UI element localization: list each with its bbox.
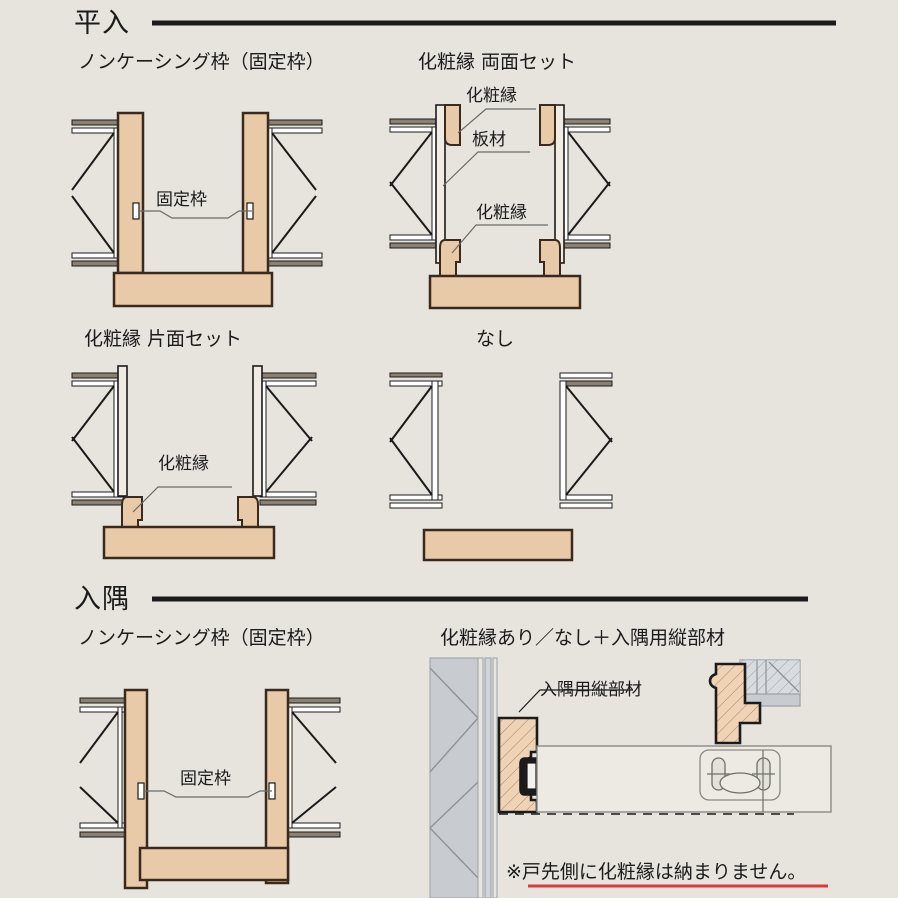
label-kotei-waku-5: 固定枠: [180, 769, 231, 789]
panel-hirairi-none: なし: [389, 328, 613, 562]
wall-left-5: [79, 697, 131, 838]
jamb-left-5: [123, 688, 149, 890]
panel-hirairi-one-side: 化粧縁 片面セット: [71, 328, 317, 560]
jamb-groove-left-1: [132, 202, 140, 220]
label-itazai-2: 板材: [472, 130, 506, 150]
warning-note: ※戸先側に化粧縁は納まりません。: [506, 861, 806, 883]
sill-2: [428, 274, 582, 310]
latch-slot: [526, 762, 537, 790]
trim-bottom-right-2: [539, 239, 561, 277]
wall-left-4: [389, 372, 443, 509]
sill-3: [102, 525, 276, 560]
label-irisumi-member: 入隅用縦部材: [540, 680, 642, 700]
wall-left-3: [71, 372, 125, 506]
wall-right-4: [559, 372, 613, 509]
panel-irisumi-with-without: 化粧縁あり／なし＋入隅用縦部材: [429, 627, 832, 898]
section-title-hirairi: 平入: [74, 8, 130, 39]
wall-left-2: [389, 118, 443, 249]
sill-1: [112, 271, 274, 308]
board-left-3: [117, 365, 128, 497]
trim-top-left-2: [444, 104, 461, 146]
leader-kotei-waku-1: [139, 210, 252, 219]
leader-kesho-fuchi-3: [132, 486, 232, 513]
trim-bottom-right-3: [237, 496, 259, 535]
trim-bottom-left-3: [121, 496, 143, 535]
panel-hirairi-both-sides: 化粧縁 両面セット: [389, 51, 611, 310]
label-kesho-fuchi-bottom-2: 化粧縁: [476, 203, 527, 223]
profile-section: [708, 662, 762, 745]
leader-irisumi-member: [518, 689, 633, 713]
panel-subtitle-4: なし: [476, 328, 514, 350]
panel-subtitle-3: 化粧縁 片面セット: [84, 328, 242, 350]
panel-hirairi-non-casing: ノンケーシング枠（固定枠）: [71, 51, 325, 308]
board-right-3: [252, 365, 263, 497]
wall-right-3: [259, 372, 317, 506]
section-title-irisumi: 入隅: [74, 584, 130, 615]
panel-subtitle-6: 化粧縁あり／なし＋入隅用縦部材: [440, 627, 725, 649]
label-kesho-fuchi-top-2: 化粧縁: [466, 86, 517, 106]
corner-profile-detail: [708, 659, 801, 745]
label-kesho-fuchi-3: 化粧縁: [158, 454, 209, 474]
panel-irisumi-non-casing: ノンケーシング枠（固定枠）: [78, 627, 341, 890]
panel-subtitle-1: ノンケーシング枠（固定枠）: [78, 51, 325, 73]
trim-top-right-2: [539, 104, 556, 146]
jamb-left-1: [116, 111, 145, 275]
sill-4: [422, 528, 574, 562]
leader-itazai-2: [442, 151, 530, 187]
panel-subtitle-2: 化粧縁 両面セット: [418, 51, 576, 73]
section-hirairi: 平入 ノンケーシング枠（固定枠）: [71, 8, 836, 562]
leader-trim-bottom-2: [451, 224, 548, 254]
trim-bottom-left-2: [439, 239, 461, 277]
jamb-right-1: [241, 111, 270, 275]
sill-5: [138, 846, 290, 882]
wall-right-5: [287, 697, 341, 838]
jamb-right-5: [264, 688, 290, 885]
label-kotei-waku-1: 固定枠: [156, 190, 207, 210]
section-irisumi: 入隅 ノンケーシング枠（固定枠）: [74, 584, 832, 898]
jamb-groove-left-5: [137, 782, 145, 800]
leader-kotei-waku-5: [144, 790, 272, 798]
panel-subtitle-5: ノンケーシング枠（固定枠）: [78, 627, 325, 649]
corner-wall: [429, 657, 498, 898]
leader-trim-top-2: [457, 108, 536, 134]
hardware-plate: [699, 749, 781, 812]
door-panel: [536, 745, 832, 813]
